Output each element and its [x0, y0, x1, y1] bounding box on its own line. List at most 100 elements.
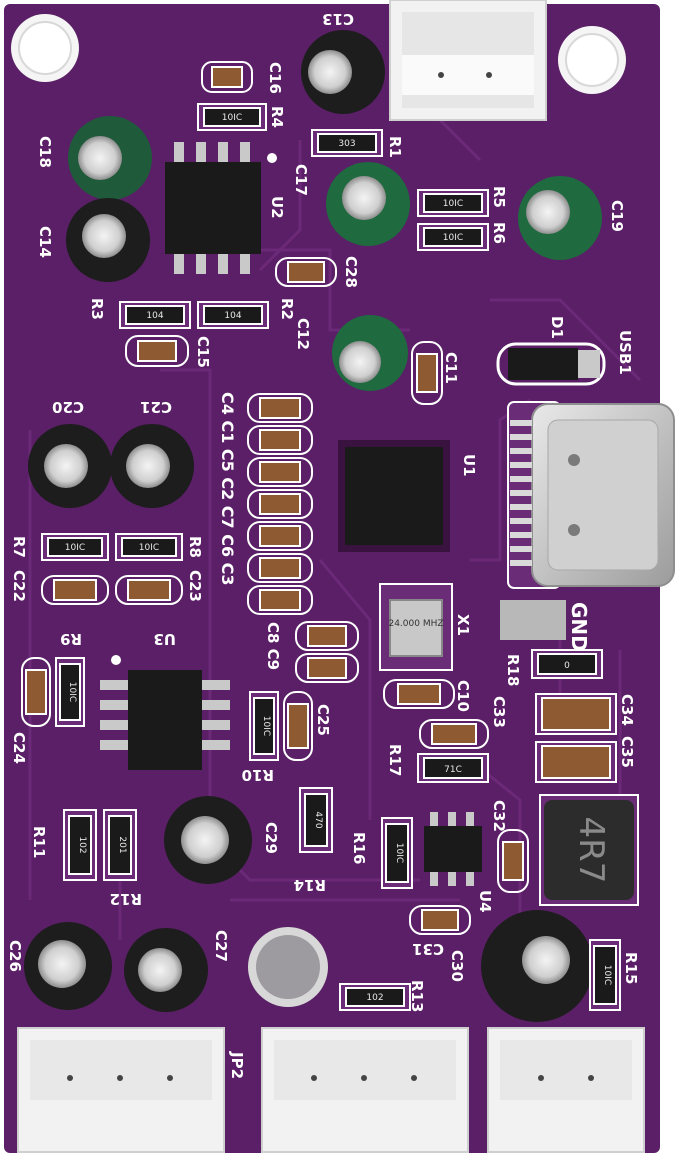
capacitor-c29	[164, 796, 252, 884]
label-c17: C17	[292, 164, 310, 196]
label-c22: C22	[10, 570, 28, 602]
label-jp2: JP2	[228, 1051, 246, 1079]
capacitor-c19	[518, 176, 602, 260]
label-c11: C11	[442, 352, 460, 384]
label-c16: C16	[266, 62, 284, 94]
label-r13: R13	[408, 980, 426, 1012]
label-u2: U2	[268, 196, 286, 219]
label-c27: C27	[212, 930, 230, 962]
ic-u1	[338, 440, 450, 552]
mounting-hole-top-left	[11, 14, 79, 82]
ic-u2	[165, 142, 277, 274]
code-r3: 104	[146, 311, 163, 321]
gold-test-pad	[248, 927, 328, 1007]
pcb-base	[4, 4, 660, 1153]
capacitor-c21	[110, 424, 194, 508]
gnd-pad[interactable]	[500, 600, 566, 640]
label-c29: C29	[262, 822, 280, 854]
label-c32: C32	[490, 800, 508, 832]
code-r4: 10IC	[222, 113, 242, 123]
jst-connector-bottom-left[interactable]	[17, 1027, 225, 1153]
label-r15: R15	[622, 952, 640, 984]
label-r8: R8	[186, 536, 204, 558]
label-c10: C10	[454, 680, 472, 712]
label-r2: R2	[278, 298, 296, 320]
ic-u3	[100, 655, 230, 770]
label-r18: R18	[504, 654, 522, 686]
crystal-x1: 24.000 MHZ	[379, 583, 453, 671]
capacitor-c27	[124, 928, 208, 1012]
diode-d1	[496, 342, 606, 386]
code-r9: 10IC	[67, 682, 77, 702]
cap-column	[247, 393, 313, 615]
ic-u4	[424, 812, 482, 886]
inductor-code: 4R7	[571, 817, 611, 884]
crystal-code: 24.000 MHZ	[388, 619, 443, 629]
code-r6: 10IC	[443, 233, 463, 243]
label-c8c9: C8 C9	[264, 622, 282, 670]
label-c33: C33	[490, 696, 508, 728]
label-r14: R14	[294, 876, 326, 894]
label-c15: C15	[194, 336, 212, 368]
label-r1: R1	[386, 136, 404, 158]
capacitor-c20	[28, 424, 112, 508]
label-x1: X1	[454, 614, 472, 636]
code-r17: 71C	[444, 765, 462, 775]
code-r7: 10IC	[65, 543, 85, 553]
label-r6: R6	[490, 222, 508, 244]
jst-connector-top[interactable]	[389, 0, 547, 121]
label-cap-column: C4 C1 C5 C2 C7 C6 C3	[218, 392, 237, 586]
capacitor-c13	[301, 30, 385, 114]
label-r5: R5	[490, 186, 508, 208]
label-r11: R11	[30, 826, 48, 858]
smd-parts	[21, 61, 621, 1011]
capacitor-c18	[68, 116, 152, 200]
code-r15: 10IC	[602, 965, 612, 985]
label-c34: C34	[618, 694, 636, 726]
label-u1: U1	[460, 454, 478, 477]
code-r13: 102	[366, 993, 383, 1003]
label-d1: D1	[548, 316, 566, 339]
capacitor-c30	[481, 910, 593, 1022]
capacitor-c14	[66, 198, 150, 282]
label-c35: C35	[618, 736, 636, 768]
label-c20: C20	[52, 398, 84, 416]
label-c12: C12	[294, 318, 312, 350]
code-r5: 10IC	[443, 199, 463, 209]
label-c21: C21	[140, 398, 172, 416]
usb-c-port[interactable]	[507, 401, 675, 589]
capacitor-c12	[332, 315, 408, 391]
label-r3: R3	[88, 298, 106, 320]
code-r10: 10IC	[261, 716, 271, 736]
mounting-hole-top-right	[558, 26, 626, 94]
label-c23: C23	[186, 570, 204, 602]
label-c28: C28	[342, 256, 360, 288]
label-c30: C30	[448, 950, 466, 982]
code-r8: 10IC	[139, 543, 159, 553]
label-r9: R9	[60, 630, 82, 648]
label-r10: R10	[242, 766, 274, 784]
code-r12: 201	[117, 836, 127, 853]
code-r14: 470	[313, 811, 323, 828]
label-c24: C24	[10, 732, 28, 764]
label-c19: C19	[608, 200, 626, 232]
label-gnd: GND	[567, 602, 591, 652]
label-c18: C18	[36, 136, 54, 168]
label-u4: U4	[476, 890, 494, 913]
jst-connector-bottom-right[interactable]	[487, 1027, 645, 1153]
label-u3: U3	[153, 630, 176, 648]
code-r11: 102	[77, 836, 87, 853]
label-r17: R17	[386, 744, 404, 776]
label-c31: C31	[412, 940, 444, 958]
label-r16: R16	[350, 832, 368, 864]
label-c25: C25	[314, 704, 332, 736]
label-c26: C26	[6, 940, 24, 972]
jst-connector-bottom-middle[interactable]	[261, 1027, 469, 1153]
code-r1: 303	[338, 139, 355, 149]
label-r7: R7	[10, 536, 28, 558]
label-r12: R12	[110, 890, 142, 908]
label-c13: C13	[322, 10, 354, 28]
capacitor-c26	[24, 922, 112, 1010]
code-r18: 0	[564, 661, 570, 671]
